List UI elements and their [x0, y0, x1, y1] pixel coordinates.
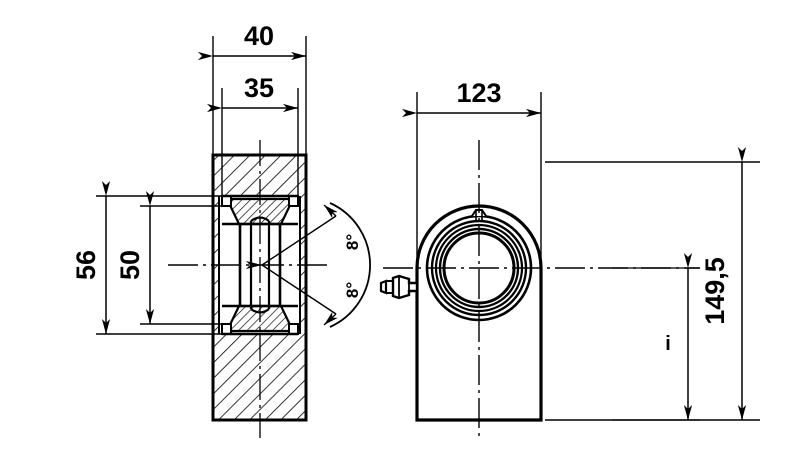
dimension-123: 123 — [402, 78, 542, 268]
dimension-50-label: 50 — [115, 250, 145, 280]
front-view-group — [379, 140, 700, 438]
dimension-56: 56 — [71, 181, 222, 335]
dimension-149-5-label: 149,5 — [700, 257, 730, 325]
section-view-group — [168, 140, 330, 438]
dimension-35-label: 35 — [244, 73, 274, 103]
grease-fitting — [379, 274, 419, 300]
dimension-i-label: i — [665, 333, 671, 355]
dimension-123-label: 123 — [456, 78, 501, 108]
angle-callouts: 8° 8° — [246, 202, 371, 328]
angle-top-label: 8° — [343, 234, 362, 250]
angle-bottom-label: 8° — [343, 282, 362, 298]
dimension-i: i — [612, 253, 700, 421]
dimension-149-5: 149,5 — [545, 147, 760, 421]
dimension-56-label: 56 — [71, 250, 101, 280]
dimension-40: 40 — [198, 21, 307, 160]
dimension-40-label: 40 — [244, 21, 274, 51]
dimension-50: 50 — [115, 191, 230, 325]
dimension-35: 35 — [207, 73, 299, 196]
